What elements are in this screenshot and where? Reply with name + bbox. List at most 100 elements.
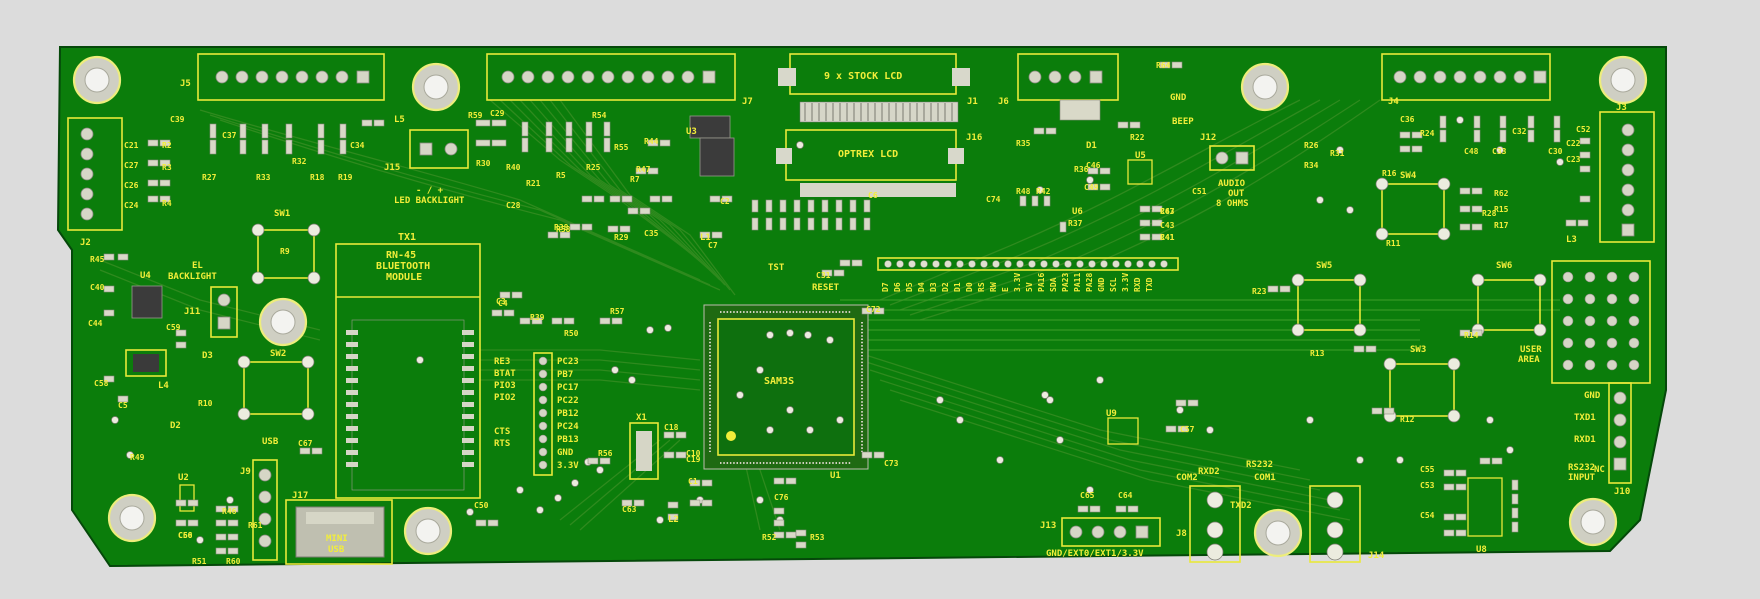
label-ref: R41 — [1160, 233, 1175, 242]
label-lcd-pin: SCL — [1109, 277, 1118, 292]
label-ref: C46 — [1086, 161, 1101, 170]
ic-u4 — [131, 285, 163, 319]
user-area-grid — [1551, 260, 1651, 384]
label-input: INPUT — [1568, 473, 1596, 483]
label-lcd-pin: PA23 — [1061, 273, 1070, 292]
label-ref: R22 — [1130, 133, 1145, 142]
label-lcd-pin: PA11 — [1073, 273, 1082, 292]
label-lcd-optrex: OPTREX LCD — [838, 149, 898, 160]
label-ref: C30 — [1548, 147, 1563, 156]
label-area: AREA — [1518, 355, 1540, 365]
label-ref: C34 — [350, 141, 365, 150]
label-rs232-com: RS232 — [1246, 460, 1273, 470]
label-ref: R10 — [198, 399, 213, 408]
label-ref: C28 — [506, 201, 521, 210]
label-ref: C22 — [1566, 139, 1581, 148]
label-ref: C1 — [688, 477, 698, 486]
label-j5: J5 — [180, 79, 191, 89]
label-ref: R35 — [1016, 139, 1031, 148]
label-mini: MINI — [326, 534, 348, 544]
lcd-signal-labels: D7 D6 D5 D4 D3 D2 D1 D0 RS RW E 3.3V 5V … — [881, 273, 1154, 292]
label-l3: L3 — [1566, 235, 1577, 245]
label-j9-pin: PC22 — [557, 396, 579, 406]
label-lcd-pin: E — [1001, 287, 1010, 292]
connector-j11 — [210, 286, 238, 338]
label-lcd-pin: 5V — [1025, 282, 1034, 292]
label-sw6: SW6 — [1496, 261, 1512, 271]
label-ref: R11 — [1386, 239, 1401, 248]
label-ref: C53 — [1420, 481, 1435, 490]
smd-components — [103, 61, 1591, 555]
label-ref: R61 — [248, 521, 263, 530]
label-ref: R26 — [1304, 141, 1319, 150]
label-u5: U5 — [1135, 151, 1146, 161]
label-ref: R23 — [1252, 287, 1267, 296]
label-ref: C31 — [816, 271, 831, 280]
label-gnd: GND — [1170, 93, 1187, 103]
label-j10-nc: NC — [1594, 465, 1605, 475]
label-ref: C10 — [686, 449, 701, 458]
mounting-hole — [72, 55, 122, 105]
label-j9-pin: PC24 — [557, 422, 579, 432]
mounting-hole — [1568, 497, 1618, 547]
label-ref: R45 — [90, 255, 105, 264]
label-beep: BEEP — [1172, 117, 1194, 127]
label-ref: R28 — [1482, 209, 1497, 218]
mounting-hole — [403, 506, 453, 556]
label-j9-pin: GND — [557, 448, 574, 458]
label-ref: C67 — [298, 439, 313, 448]
ic-u5 — [1127, 159, 1153, 185]
label-ref: C41 — [1160, 233, 1175, 242]
label-ref: C21 — [124, 141, 139, 150]
mounting-hole — [1598, 55, 1648, 105]
label-ref: R59 — [468, 111, 483, 120]
label-gnd-ext: GND/EXT0/EXT1/3.3V — [1046, 549, 1144, 559]
label-ref: R36 — [1074, 165, 1089, 174]
label-u4: U4 — [140, 271, 151, 281]
switch-sw5 — [1291, 273, 1367, 337]
label-ref: R14 — [1464, 331, 1479, 340]
label-mcu: SAM3S — [764, 376, 794, 387]
label-ref: R64 — [1156, 61, 1171, 70]
label-ref: C23 — [1566, 155, 1581, 164]
label-lcd-pin: RXD — [1133, 277, 1142, 292]
label-ref: R63 — [1160, 207, 1175, 216]
label-lcd-pin: TXD — [1145, 277, 1154, 292]
label-ref: C58 — [94, 379, 109, 388]
label-ref: R12 — [1400, 415, 1415, 424]
label-d1: D1 — [1086, 141, 1097, 151]
label-ref: R51 — [192, 557, 207, 566]
mounting-hole — [107, 493, 157, 543]
label-j4: J4 — [1388, 97, 1399, 107]
label-j10-gnd: GND — [1584, 391, 1601, 401]
label-ref: C47 — [1160, 207, 1175, 216]
label-com1: COM1 — [1254, 473, 1276, 483]
label-j3: J3 — [1616, 103, 1627, 113]
ic-u2 — [179, 484, 195, 512]
label-ref: R5 — [556, 171, 566, 180]
label-ref: R29 — [614, 233, 629, 242]
label-ref: C24 — [124, 201, 139, 210]
label-ref: R39 — [530, 313, 545, 322]
label-lcd-pin: D1 — [953, 282, 962, 292]
label-l5: L5 — [394, 115, 405, 125]
label-u6: U6 — [1072, 207, 1083, 217]
inductor-l4 — [125, 349, 167, 377]
label-lcd-pin: PA28 — [1085, 273, 1094, 292]
lcd-connector-optrex — [776, 129, 964, 197]
label-rxd2: RXD2 — [1198, 467, 1220, 477]
label-led-polarity: - / + — [416, 186, 444, 196]
label-ref: C2 — [720, 197, 730, 206]
label-ref: R37 — [1068, 219, 1083, 228]
label-sw4: SW4 — [1400, 171, 1417, 181]
label-ref: R48 — [1016, 187, 1031, 196]
label-u1: U1 — [830, 471, 841, 481]
label-audio: AUDIO — [1218, 179, 1246, 189]
label-ref: C55 — [1420, 465, 1435, 474]
label-l2: L2 — [668, 515, 679, 525]
label-ref: C50 — [474, 501, 489, 510]
label-bt-rn45: RN-45 — [386, 250, 416, 261]
label-usb: USB — [262, 437, 279, 447]
label-lcd-pin: RS — [977, 282, 986, 292]
